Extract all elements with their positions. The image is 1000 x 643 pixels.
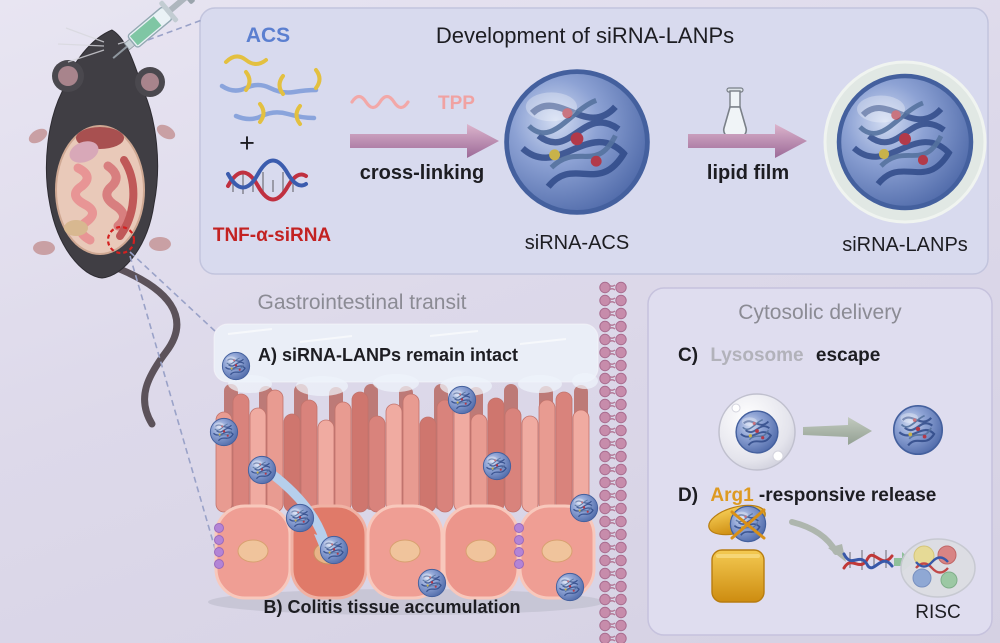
syringe-icon: [112, 0, 195, 59]
colitis-site-marker: [106, 225, 136, 255]
tpp-label: TPP: [438, 93, 475, 114]
sirna-duplex-icon: [226, 158, 308, 202]
sirna-acs-label: siRNA-ACS: [525, 232, 629, 254]
escaped-nanoparticle: [892, 404, 944, 456]
label-c-escape: escape: [816, 345, 880, 366]
mouse-whiskers: [57, 27, 153, 63]
mouse-paw: [156, 124, 176, 140]
lysosome-illustration: [718, 393, 796, 471]
mouse-ear-right-inner: [141, 73, 159, 91]
git-section: Gastrointestinal transit: [208, 291, 604, 617]
label-d-prefix: D): [678, 485, 698, 506]
development-title: Development of siRNA-LANPs: [436, 23, 734, 48]
cytosolic-title: Cytosolic delivery: [738, 301, 902, 324]
cell-membrane-bilayer: [599, 281, 627, 643]
label-c-prefix: C): [678, 345, 698, 366]
acs-polymer-illustration: [219, 54, 322, 126]
risc-complex: [900, 538, 976, 598]
callout-line-lower: [129, 255, 217, 553]
mouse-tail: [108, 262, 181, 428]
git-title: Gastrointestinal transit: [258, 291, 467, 314]
sirna-lanps-label: siRNA-LANPs: [842, 234, 968, 256]
arg1-release-label: D) Arg1 -responsive release: [678, 485, 936, 506]
release-arrowhead: [828, 544, 846, 562]
mouse-paw: [149, 237, 171, 251]
label-c-lysosome: Lysosome: [710, 345, 803, 366]
arg1-illustration: [708, 504, 767, 603]
risc-label: RISC: [915, 602, 960, 623]
crosslinking-label: cross-linking: [360, 162, 484, 184]
label-d-rest: -responsive release: [759, 485, 936, 506]
mucus-layer: [213, 323, 599, 396]
mouse-paw: [28, 128, 48, 144]
lipid-film-arrow: [688, 124, 807, 158]
plus-sign: +: [239, 128, 255, 158]
lipid-film-label: lipid film: [707, 162, 789, 184]
lysosome-escape-label: C) Lysosome escape: [678, 345, 880, 366]
tight-junction-dots: [214, 523, 524, 569]
mouse-intestines: [64, 127, 138, 245]
sirna-acs-nanoparticle: [507, 72, 648, 213]
mouse-ear-left-inner: [58, 66, 78, 86]
sirna-lanps-nanoparticle: [839, 76, 971, 208]
label-d-arg1: Arg1: [710, 485, 754, 506]
escape-arrow: [803, 417, 872, 445]
mouse-paw: [33, 241, 55, 255]
released-sirna-icon: [842, 550, 894, 570]
tnf-sirna-label: TNF-α-siRNA: [213, 225, 332, 246]
acs-label: ACS: [246, 24, 290, 47]
git-label-a: A) siRNA-LANPs remain intact: [258, 345, 518, 365]
epithelial-cells: [214, 504, 596, 600]
git-label-b: B) Colitis tissue accumulation: [263, 597, 520, 617]
cytosolic-panel: Cytosolic delivery C) Lysosome escape D)…: [647, 287, 993, 636]
crosslinking-arrow: [350, 124, 499, 158]
tpp-squiggle: [350, 94, 410, 110]
development-panel: Development of siRNA-LANPs ACS + TNF-α-s…: [199, 7, 989, 275]
mouse-illustration: [28, 0, 217, 553]
